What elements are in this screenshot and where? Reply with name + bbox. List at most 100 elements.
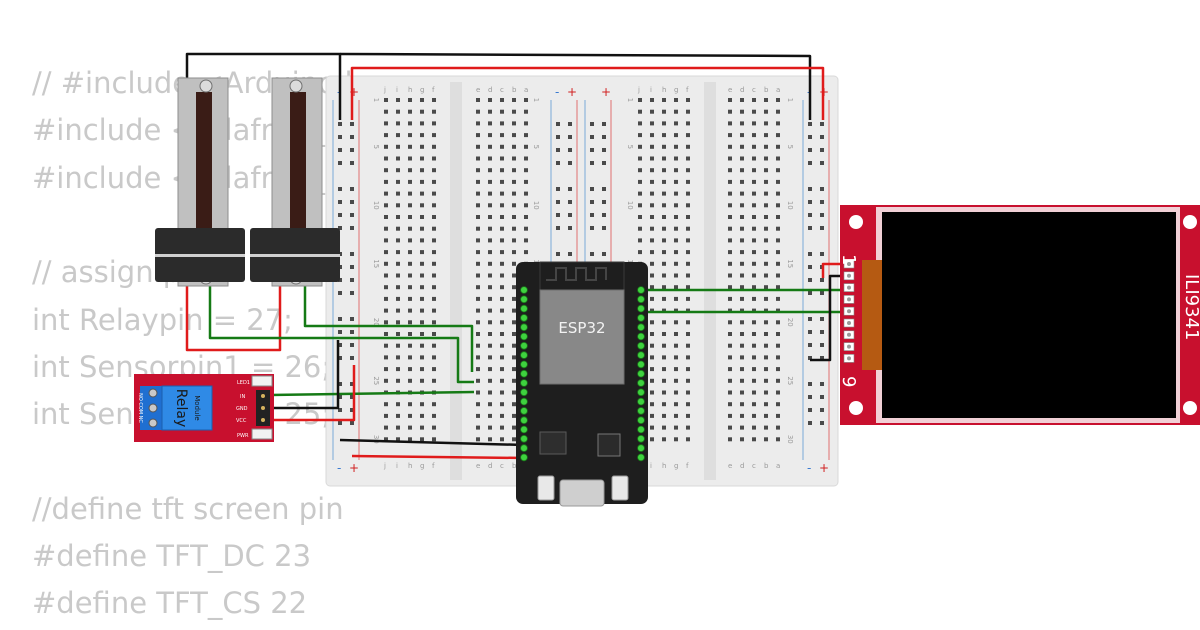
breadboard-hole[interactable] [524,226,528,231]
breadboard-hole[interactable] [512,215,516,219]
breadboard-hole[interactable] [764,133,768,138]
breadboard-hole[interactable] [662,156,666,161]
breadboard-hole[interactable] [740,238,744,243]
rail-hole[interactable] [350,356,354,360]
breadboard-hole[interactable] [512,390,516,395]
breadboard-hole[interactable] [476,109,480,114]
breadboard-hole[interactable] [662,437,666,442]
breadboard-hole[interactable] [476,378,480,383]
breadboard-hole[interactable] [420,273,424,278]
esp32-pin[interactable] [520,407,528,415]
rail-hole[interactable] [350,395,354,399]
breadboard-hole[interactable] [752,133,756,138]
ili9341-lcd[interactable]: 1 9 ILI9341 [838,205,1200,425]
breadboard-hole[interactable] [512,320,516,325]
breadboard-hole[interactable] [752,378,756,383]
breadboard-hole[interactable] [420,296,424,301]
breadboard-hole[interactable] [476,168,480,173]
breadboard-hole[interactable] [500,168,504,173]
breadboard-hole[interactable] [752,308,756,313]
breadboard-hole[interactable] [420,437,424,442]
breadboard-hole[interactable] [384,378,388,383]
breadboard-hole[interactable] [776,413,780,418]
breadboard-hole[interactable] [752,121,756,126]
breadboard-hole[interactable] [512,332,516,336]
breadboard-hole[interactable] [662,215,666,219]
breadboard-hole[interactable] [420,238,424,243]
breadboard-hole[interactable] [420,98,424,102]
breadboard-hole[interactable] [488,437,492,442]
breadboard-hole[interactable] [476,437,480,442]
breadboard-hole[interactable] [432,144,436,149]
breadboard-hole[interactable] [408,226,412,231]
breadboard-hole[interactable] [740,156,744,161]
esp32-pin[interactable] [520,453,528,462]
breadboard-hole[interactable] [432,273,436,278]
rail-hole[interactable] [556,200,560,204]
breadboard-hole[interactable] [752,144,756,149]
breadboard-hole[interactable] [476,273,480,278]
breadboard-hole[interactable] [776,261,780,266]
breadboard-hole[interactable] [476,179,480,184]
rail-hole[interactable] [338,330,342,334]
breadboard-hole[interactable] [764,203,768,208]
breadboard-hole[interactable] [488,332,492,336]
breadboard-hole[interactable] [384,273,388,278]
rail-hole[interactable] [590,135,594,139]
breadboard-hole[interactable] [488,390,492,395]
breadboard-hole[interactable] [638,215,642,219]
breadboard-hole[interactable] [740,250,744,255]
breadboard-hole[interactable] [432,133,436,138]
breadboard-hole[interactable] [776,378,780,383]
breadboard-hole[interactable] [650,273,654,278]
breadboard-hole[interactable] [740,168,744,173]
breadboard-hole[interactable] [776,238,780,243]
breadboard-hole[interactable] [686,179,690,184]
breadboard-hole[interactable] [524,121,528,126]
breadboard-hole[interactable] [650,98,654,102]
breadboard-hole[interactable] [764,226,768,231]
rail-hole[interactable] [338,408,342,412]
rail-hole[interactable] [808,317,812,321]
breadboard-hole[interactable] [728,98,732,102]
breadboard-hole[interactable] [488,179,492,184]
breadboard-hole[interactable] [650,203,654,208]
breadboard-hole[interactable] [686,144,690,149]
breadboard-hole[interactable] [662,133,666,138]
breadboard-hole[interactable] [662,343,666,348]
breadboard-hole[interactable] [740,191,744,196]
esp32-pin[interactable] [637,453,645,462]
breadboard-hole[interactable] [396,378,400,383]
breadboard-hole[interactable] [752,425,756,430]
breadboard-hole[interactable] [764,98,768,102]
breadboard-hole[interactable] [420,308,424,313]
breadboard-hole[interactable] [432,168,436,173]
breadboard-hole[interactable] [752,238,756,243]
rail-hole[interactable] [568,148,572,152]
breadboard-hole[interactable] [662,179,666,184]
breadboard-hole[interactable] [728,378,732,383]
breadboard-hole[interactable] [728,332,732,336]
rail-hole[interactable] [350,213,354,217]
breadboard-hole[interactable] [662,355,666,360]
breadboard-hole[interactable] [728,179,732,184]
breadboard-hole[interactable] [384,191,388,196]
rail-hole[interactable] [808,395,812,399]
breadboard-hole[interactable] [728,226,732,231]
breadboard-hole[interactable] [650,168,654,173]
breadboard-hole[interactable] [476,238,480,243]
breadboard-hole[interactable] [488,413,492,418]
breadboard-hole[interactable] [512,144,516,149]
breadboard-hole[interactable] [650,261,654,266]
breadboard-hole[interactable] [686,308,690,313]
esp32-pin[interactable] [520,314,528,322]
breadboard-hole[interactable] [650,355,654,360]
breadboard-hole[interactable] [674,285,678,290]
breadboard-hole[interactable] [396,98,400,102]
rail-hole[interactable] [556,213,560,217]
rail-hole[interactable] [820,161,824,165]
rail-hole[interactable] [602,200,606,204]
breadboard-hole[interactable] [500,425,504,430]
rail-hole[interactable] [556,135,560,139]
breadboard-hole[interactable] [728,121,732,126]
